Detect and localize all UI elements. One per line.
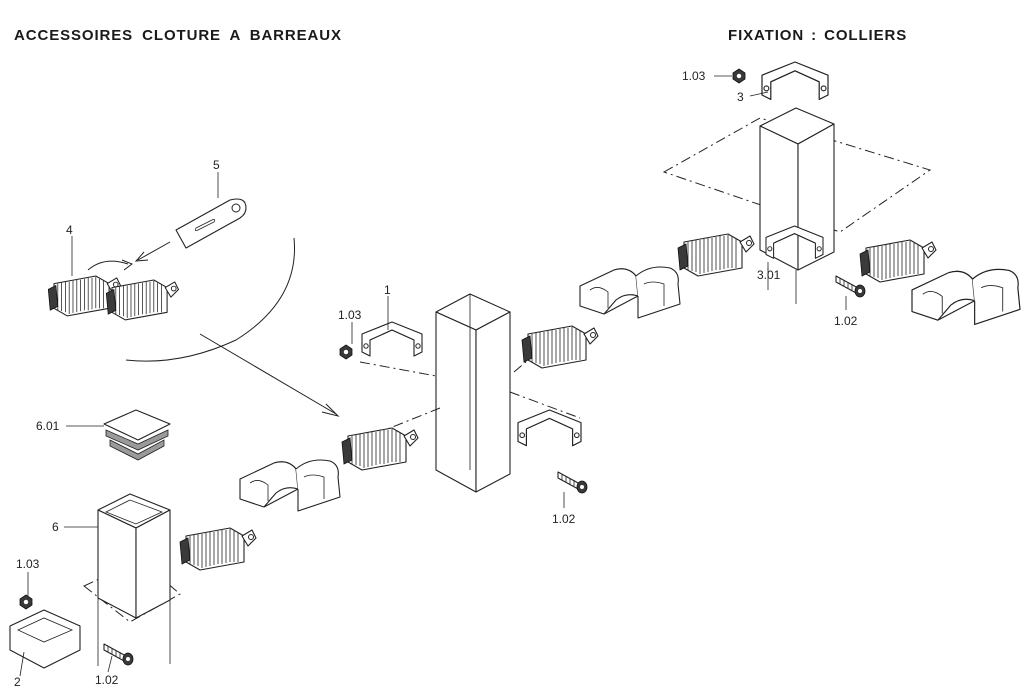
sleeve-right-a: [677, 233, 755, 277]
cap-6-01: [103, 409, 171, 461]
screw-1-02-right: [835, 275, 866, 298]
label-1-02-bottom: 1.02: [95, 673, 119, 687]
label-6-01: 6.01: [36, 419, 60, 433]
detail-plate-5: [175, 198, 247, 249]
label-1-02-mid: 1.02: [552, 512, 576, 526]
bracket-3: [761, 61, 829, 101]
insert-arrow: [137, 241, 171, 261]
rail-right: [911, 268, 1021, 326]
label-4: 4: [66, 223, 73, 237]
title-accessories: ACCESSOIRES CLOTURE A BARREAUX: [14, 27, 342, 44]
label-6: 6: [52, 520, 59, 534]
screw-1-02-bottom: [103, 643, 134, 666]
rail-lower-middle: [239, 459, 341, 512]
rail-upper-middle: [579, 266, 681, 319]
detail-pointer-arrow: [199, 333, 337, 415]
label-1-03-top: 1.03: [682, 69, 706, 83]
left-post: [97, 493, 171, 666]
sleeve-left: [179, 527, 257, 571]
label-5: 5: [213, 158, 220, 172]
label-3-01: 3.01: [757, 268, 781, 282]
nut-1-03-mid: [339, 344, 353, 360]
detail-sleeves-4: [47, 275, 180, 321]
sleeve-right-b: [859, 239, 937, 283]
screw-1-02-mid: [557, 471, 588, 494]
nut-1-03-bottom: [19, 594, 33, 610]
label-1: 1: [384, 283, 391, 297]
bracket-1: [361, 321, 423, 357]
title-fixation: FIXATION : COLLIERS: [728, 27, 908, 44]
label-1-03-bottom: 1.03: [16, 557, 40, 571]
sleeve-central-lower: [341, 427, 419, 471]
central-post: [435, 293, 511, 493]
detail-arc: [125, 237, 296, 362]
bracket-2: [9, 609, 81, 669]
label-1-02-right: 1.02: [834, 314, 858, 328]
nut-1-03-top: [732, 68, 746, 84]
label-3: 3: [737, 90, 744, 104]
label-2: 2: [14, 675, 21, 689]
label-1-03-mid: 1.03: [338, 308, 362, 322]
rotation-arrow: [87, 260, 129, 271]
sleeve-central-upper: [521, 325, 599, 369]
